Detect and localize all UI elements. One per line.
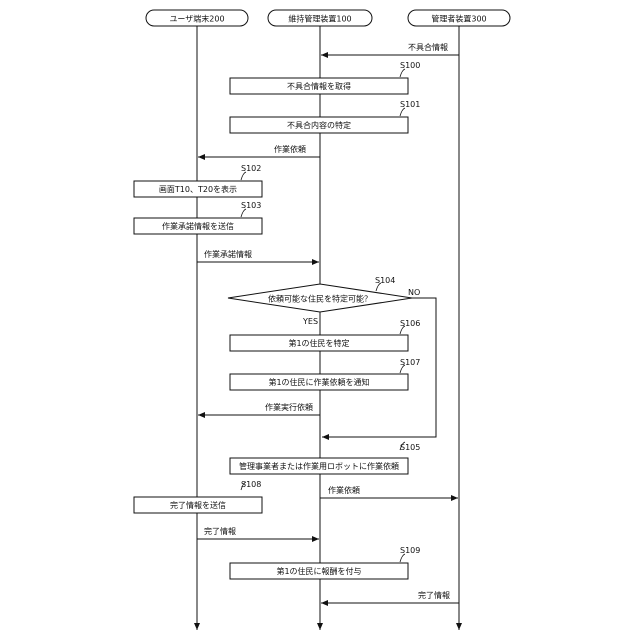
step-s107-id: S107 [400, 358, 420, 367]
step-s103: S103 作業承諾情報を送信 [134, 201, 262, 234]
step-s101-id: S101 [400, 100, 420, 109]
step-s105-id: S105 [400, 443, 420, 452]
step-s106: S106 第1の住民を特定 [230, 319, 420, 351]
step-s101-label: 不具合内容の特定 [287, 120, 351, 130]
step-s108-id: S108 [241, 480, 261, 489]
step-s102-label: 画面T10、T20を表示 [159, 184, 237, 194]
decision-yes-label: YES [302, 317, 318, 326]
step-s109: S109 第1の住民に報酬を付与 [230, 546, 420, 579]
actor-user: ユーザ端末200 [146, 10, 248, 26]
message-work-request-manager-label: 作業依頼 [328, 485, 360, 495]
message-work-acceptance: 作業承諾情報 [197, 249, 319, 262]
step-s102: S102 画面T10、T20を表示 [134, 164, 262, 197]
message-work-execution-request-label: 作業実行依頼 [265, 402, 313, 412]
step-s104-id: S104 [375, 276, 395, 285]
actor-manager-label: 管理者装置300 [431, 14, 486, 24]
message-work-acceptance-label: 作業承諾情報 [204, 249, 252, 259]
message-work-request-label: 作業依頼 [274, 144, 306, 154]
decision-s104-label: 依頼可能な住民を特定可能？ [268, 294, 372, 304]
step-s100-id: S100 [400, 61, 420, 70]
step-s109-label: 第1の住民に報酬を付与 [276, 566, 361, 576]
message-work-request: 作業依頼 [198, 144, 320, 157]
step-s107-label: 第1の住民に作業依頼を通知 [268, 377, 369, 387]
actor-user-label: ユーザ端末200 [169, 14, 224, 24]
message-defect-info: 不具合情報 [321, 42, 459, 55]
step-s103-id: S103 [241, 201, 261, 210]
step-s102-id: S102 [241, 164, 261, 173]
actor-maintenance: 維持管理装置100 [268, 10, 372, 26]
step-s109-id: S109 [400, 546, 420, 555]
decision-no-label: NO [408, 288, 420, 297]
step-s108: S108 完了情報を送信 [134, 480, 262, 513]
message-completion-manager-label: 完了情報 [418, 590, 450, 600]
message-completion-user-label: 完了情報 [204, 526, 236, 536]
message-completion-user: 完了情報 [197, 526, 319, 539]
step-s105: S105 管理事業者または作業用ロボットに作業依頼 [230, 442, 420, 474]
step-s105-label: 管理事業者または作業用ロボットに作業依頼 [239, 461, 399, 471]
step-s106-label: 第1の住民を特定 [288, 338, 349, 348]
message-work-execution-request: 作業実行依頼 [198, 402, 320, 415]
step-s106-id: S106 [400, 319, 420, 328]
step-s108-label: 完了情報を送信 [170, 500, 226, 510]
step-s100: S100 不具合情報を取得 [230, 61, 420, 94]
step-s101: S101 不具合内容の特定 [230, 100, 420, 133]
actor-manager: 管理者装置300 [408, 10, 510, 26]
message-completion-manager: 完了情報 [321, 590, 459, 603]
step-s107: S107 第1の住民に作業依頼を通知 [230, 358, 420, 390]
step-s100-label: 不具合情報を取得 [287, 81, 351, 91]
message-defect-info-label: 不具合情報 [408, 42, 448, 52]
step-s103-label: 作業承諾情報を送信 [162, 221, 234, 231]
message-work-request-manager: 作業依頼 [320, 485, 458, 498]
actor-maintenance-label: 維持管理装置100 [288, 14, 351, 24]
decision-s104: S104 依頼可能な住民を特定可能？ NO YES [228, 276, 420, 326]
